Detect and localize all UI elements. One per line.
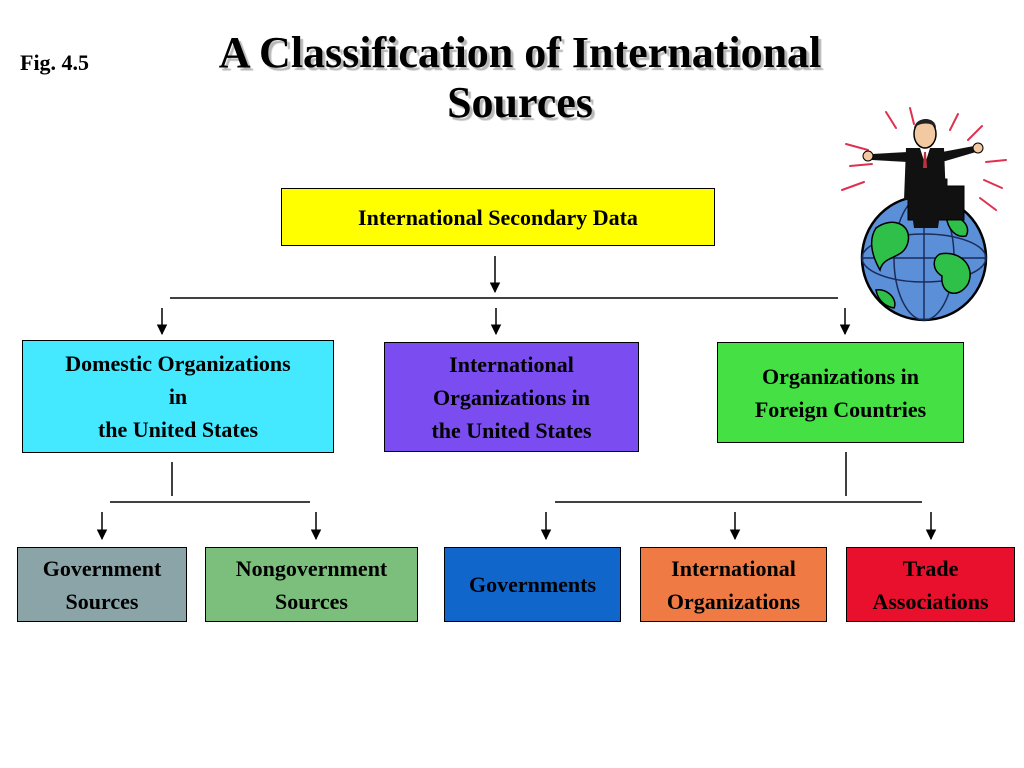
node-international-organizations: International Organizations: [640, 547, 827, 622]
node-label-line: Sources: [275, 588, 348, 614]
node-label-line: Organizations in: [432, 384, 591, 410]
node-label-line: Associations: [872, 588, 989, 614]
figure-label: Fig. 4.5: [20, 50, 90, 75]
node-label-line: International: [671, 555, 796, 581]
node-label-line: International: [449, 351, 574, 377]
node-label-line: Sources: [65, 588, 139, 614]
node-governments: Governments: [444, 547, 621, 622]
businessman-on-globe-icon: [841, 107, 1007, 322]
node-label-line: Foreign Countries: [754, 396, 927, 422]
node-label-line: Domestic Organizations: [65, 351, 291, 376]
node-organizations-foreign-countries: Organizations in Foreign Countries: [717, 342, 964, 443]
node-domestic-organizations: Domestic Organizations in the United Sta…: [22, 340, 334, 453]
node-international-organizations-us: International Organizations in the Unite…: [384, 342, 639, 452]
node-label: Governments: [468, 572, 597, 597]
node-label: International Secondary Data: [358, 204, 638, 230]
node-government-sources: Government Sources: [17, 547, 187, 622]
title-line-1: A Classification of International: [218, 28, 822, 77]
node-label-line: Organizations: [666, 588, 801, 614]
page-title: A Classification of International Source…: [140, 28, 900, 128]
node-label-line: Organizations in: [761, 363, 920, 389]
node-label-line: Government: [42, 555, 162, 581]
node-trade-associations: Trade Associations: [846, 547, 1015, 622]
node-nongovernment-sources: Nongovernment Sources: [205, 547, 418, 622]
node-label-line: Trade: [902, 555, 959, 581]
title-line-2: Sources: [447, 78, 593, 127]
node-label-line: in: [168, 384, 188, 409]
node-label-line: the United States: [431, 417, 592, 443]
node-international-secondary-data: International Secondary Data: [281, 188, 715, 246]
node-label-line: Nongovernment: [235, 555, 388, 581]
node-label-line: the United States: [97, 417, 259, 442]
